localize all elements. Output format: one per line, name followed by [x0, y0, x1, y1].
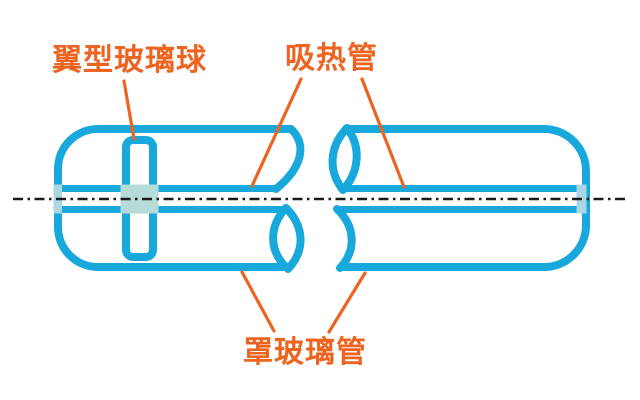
- cover-tube-left: [53, 125, 305, 273]
- cover-tube-left-break-curve: [272, 125, 305, 193]
- leader-absorber-right: [360, 77, 406, 189]
- label-heat-absorber-tube: 吸热管: [285, 41, 378, 76]
- cover-tube-right-break-curve: [333, 205, 356, 272]
- leader-lines: [122, 77, 406, 334]
- leader-cover-left: [240, 270, 276, 333]
- cover-tube-right-outline: [337, 125, 590, 272]
- label-cover-glass-tube: 罩玻璃管: [243, 335, 367, 370]
- cover-tube-left-break-leaf: [269, 204, 305, 273]
- leader-absorber-left: [250, 77, 303, 188]
- leader-cover-right: [327, 271, 367, 334]
- cover-tube-right-break-leaf: [328, 124, 361, 194]
- absorber-tube-lines: [54, 185, 588, 213]
- label-wing-glass-ball: 翼型玻璃球: [52, 43, 207, 78]
- leader-wing-glass-ball: [122, 79, 136, 141]
